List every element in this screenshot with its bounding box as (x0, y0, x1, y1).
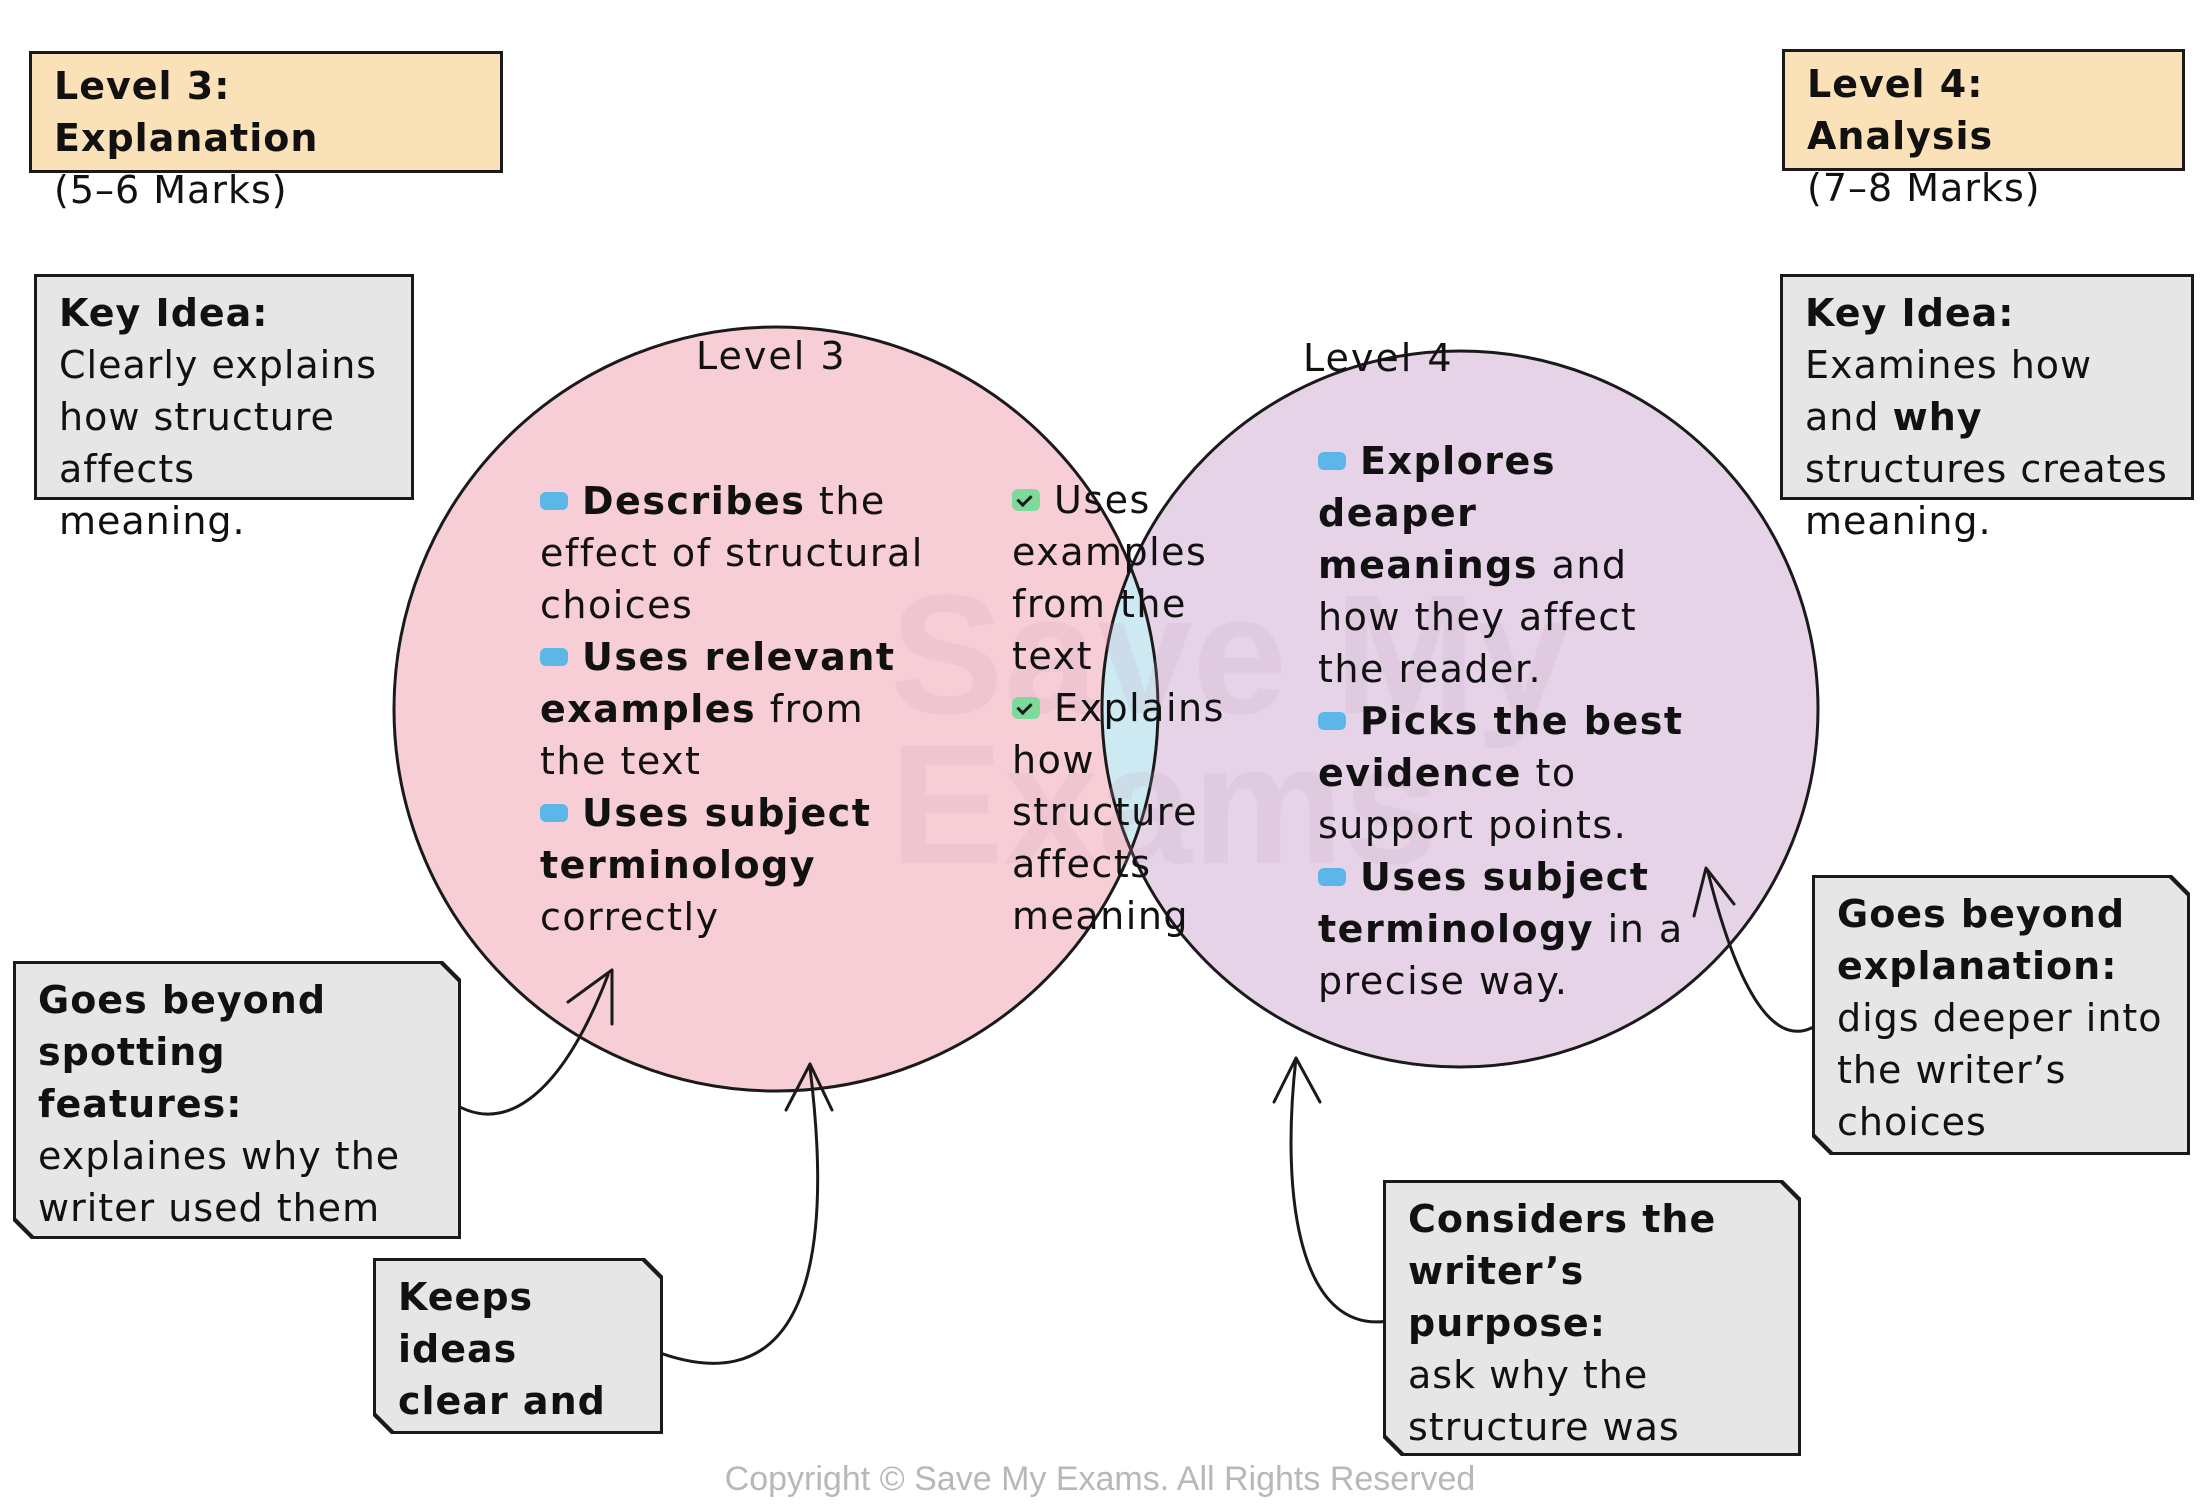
arrow-spotting (444, 973, 610, 1116)
list-item: Explores deaper meanings and how they af… (1318, 439, 1638, 691)
level4-circle-title: Level 4 (1303, 336, 1454, 380)
level4-list: Explores deaper meanings and how they af… (1318, 435, 1688, 1007)
callout-beyond-heading: Goes beyond explanation: (1837, 892, 2126, 988)
level3-header: Level 3: Explanation (5–6 Marks) (29, 51, 503, 212)
level4-header: Level 4: Analysis (7–8 Marks) (1782, 49, 2185, 210)
callout-spotting: Goes beyond spotting features: explaines… (13, 961, 461, 1239)
check-icon (1012, 697, 1040, 719)
callout-spotting-heading: Goes beyond spotting features: (38, 978, 327, 1126)
callout-purpose-heading: Considers the writer’s purpose: (1408, 1197, 1717, 1345)
check-icon (1012, 489, 1040, 511)
list-item: Explains how structure affects meaning (1012, 686, 1225, 938)
level3-list: Describes the effect of structural choic… (540, 475, 930, 943)
level4-header-title: Level 4: Analysis (1807, 62, 1994, 158)
key-idea-left: Key Idea: Clearly explains how structure… (34, 274, 414, 543)
key-idea-right-label: Key Idea: (1805, 291, 2015, 335)
key-idea-right-text-bold: why (1892, 395, 1983, 439)
key-idea-left-label: Key Idea: (59, 291, 269, 335)
callout-purpose: Considers the writer’s purpose: ask why … (1383, 1180, 1801, 1456)
level4-circle (1102, 351, 1818, 1067)
level4-header-marks: (7–8 Marks) (1807, 166, 2041, 210)
arrow-beyond (1706, 870, 1828, 1033)
list-item: Describes the effect of structural choic… (540, 479, 924, 627)
key-idea-left-text: Clearly explains how structure affects m… (59, 343, 378, 543)
key-idea-right-text-post: structures creates meaning. (1805, 447, 2168, 543)
callout-spotting-text: explaines why the writer used them (38, 1134, 401, 1230)
key-idea-right: Key Idea: Examines how and why structure… (1780, 274, 2194, 543)
level3-header-title: Level 3: Explanation (54, 64, 319, 160)
key-idea-right-text-pre: Examines how and (1805, 343, 2093, 439)
arrow-purpose (1289, 1056, 1396, 1324)
list-item: Uses subject terminology in a precise wa… (1318, 855, 1684, 1003)
level3-circle-title: Level 3 (696, 334, 847, 378)
list-item: Uses examples from the text (1012, 478, 1208, 678)
list-item: Uses relevant examples from the text (540, 635, 896, 783)
watermark: Save My Exams (890, 560, 1571, 900)
overlap-list: Uses examples from the text Explains how… (1012, 474, 1252, 942)
callout-clear: Keeps ideas clear and logical (373, 1258, 663, 1434)
level3-circle (394, 327, 1158, 1091)
callout-beyond-text: digs deeper into the writer’s choices (1837, 996, 2163, 1144)
list-item: Uses subject terminology correctly (540, 791, 872, 939)
list-item: Picks the best evidence to support point… (1318, 699, 1684, 847)
copyright-notice: Copyright © Save My Exams. All Rights Re… (724, 1460, 1476, 1498)
callout-beyond: Goes beyond explanation: digs deeper int… (1812, 875, 2190, 1155)
arrow-clear (650, 1066, 820, 1365)
level3-header-marks: (5–6 Marks) (54, 168, 288, 212)
